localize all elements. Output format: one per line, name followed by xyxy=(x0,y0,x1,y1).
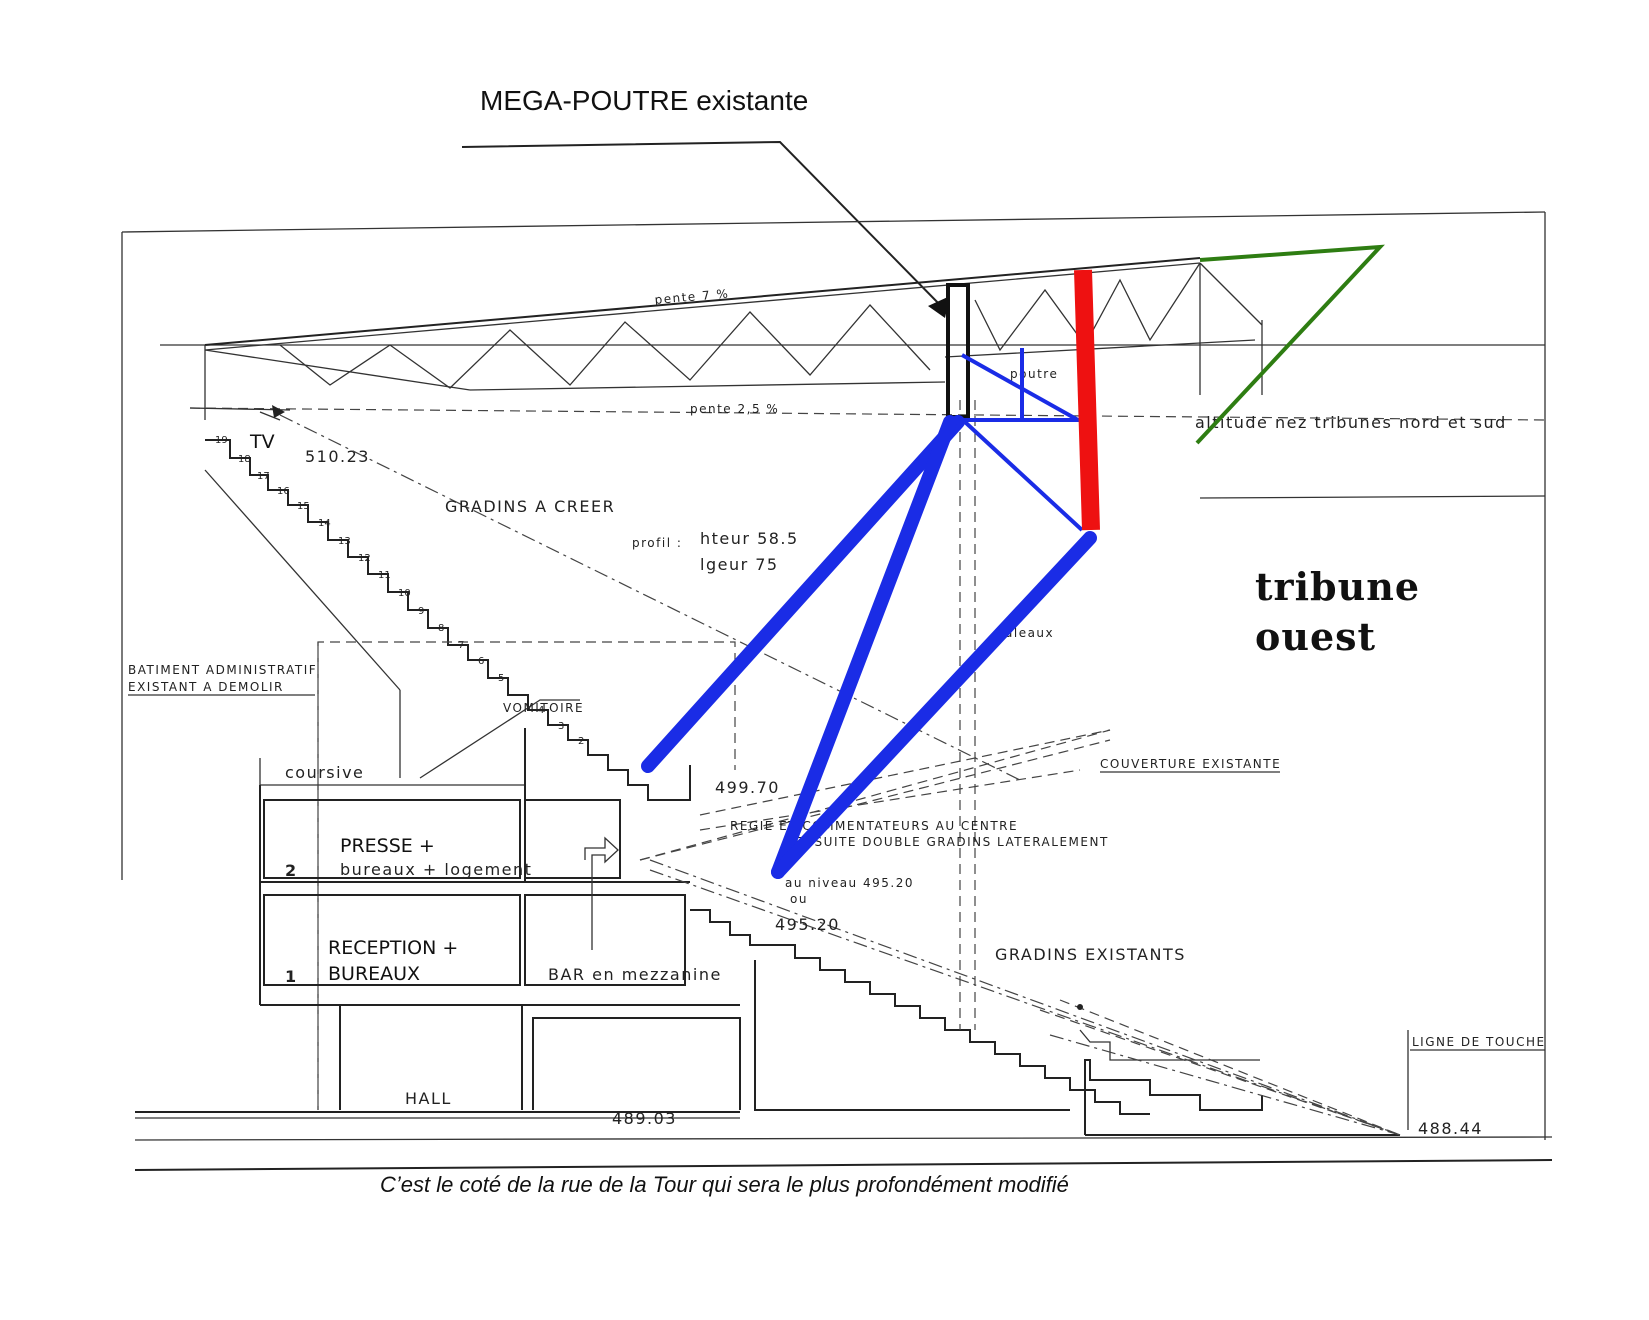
step-number: 8 xyxy=(438,623,444,634)
upper-stands xyxy=(204,439,691,801)
aleaux-label: aleaux xyxy=(1005,626,1054,640)
green-cantilever xyxy=(1195,244,1385,445)
regie-line1: REGIE ET COMMENTATEURS AU CENTRE xyxy=(730,819,1018,833)
step-number: 3 xyxy=(558,721,564,732)
step-numbers: 19 18 17 16 15 14 13 12 11 10 9 8 7 6 5 4 3 2 xyxy=(215,435,584,747)
elevation-49970: 499.70 xyxy=(715,778,780,797)
step-number: 19 xyxy=(215,435,228,446)
frame-lines xyxy=(121,211,1553,1171)
caption-label: C’est le coté de la rue de la Tour qui s… xyxy=(380,1172,1069,1197)
admin-building xyxy=(135,641,741,1119)
tribune-line2: ouest xyxy=(1255,614,1376,659)
gradins-existants-label: GRADINS EXISTANTS xyxy=(995,945,1186,964)
step-number: 10 xyxy=(398,588,411,599)
tv-arrowhead xyxy=(272,405,285,418)
coursive-label: coursive xyxy=(285,763,364,782)
elevation-49520: 495.20 xyxy=(775,915,840,934)
step-number: 14 xyxy=(318,518,331,529)
gradins-a-creer-label: GRADINS A CREER xyxy=(445,497,615,516)
elevation-48903: 489.03 xyxy=(612,1109,677,1128)
elevation-48844: 488.44 xyxy=(1418,1119,1483,1138)
reception-line1: RECEPTION + xyxy=(328,937,458,959)
new-blue-bracing xyxy=(641,348,1097,879)
step-number: 13 xyxy=(338,536,351,547)
strut-to-gradins xyxy=(641,415,965,773)
au-niveau-label: au niveau 495.20 xyxy=(785,876,914,890)
step-number: 5 xyxy=(498,673,504,684)
step-number: 18 xyxy=(238,454,251,465)
tv-label: TV xyxy=(249,431,275,453)
ligne-touche-label: LIGNE DE TOUCHE xyxy=(1412,1035,1546,1049)
title-leader-arrowhead xyxy=(928,296,950,318)
step-number: 9 xyxy=(418,606,424,617)
poutre-label: poutre xyxy=(1010,367,1058,381)
floor-2-label: 2 xyxy=(285,861,296,880)
strut-to-base xyxy=(771,415,957,879)
bar-label: BAR en mezzanine xyxy=(548,965,722,984)
step-number: 11 xyxy=(378,570,391,581)
existing-mega-beam xyxy=(946,283,970,419)
regie-line2: ENSUITE DOUBLE GRADINS LATERALEMENT xyxy=(795,835,1109,849)
brace-lower-diagonal xyxy=(963,420,1084,532)
lower-stands xyxy=(639,400,1401,1136)
largeur-label: lgeur 75 xyxy=(700,555,779,574)
step-number: 4 xyxy=(538,705,544,716)
ou-label: ou xyxy=(790,892,808,906)
altitude-nez-label: altitude nez tribunes nord et sud xyxy=(1195,413,1507,432)
hauteur-label: hteur 58.5 xyxy=(700,529,799,548)
step-number: 2 xyxy=(578,736,584,747)
step-number: 16 xyxy=(277,486,290,497)
elevation-51023: 510.23 xyxy=(305,447,370,466)
presse-line2: bureaux + logement xyxy=(340,860,532,879)
profil-label: profil : xyxy=(632,536,682,550)
step-number: 17 xyxy=(257,471,270,482)
hall-label: HALL xyxy=(405,1089,452,1108)
batiment-line1: BATIMENT ADMINISTRATIF xyxy=(128,663,317,677)
pente-top-label: pente 7 % xyxy=(654,287,730,307)
vomitoire-label: VOMITOIRE xyxy=(503,701,584,715)
new-red-column xyxy=(1074,269,1100,531)
tribune-line1: tribune xyxy=(1255,564,1420,609)
step-number: 15 xyxy=(297,501,310,512)
title-label: MEGA-POUTRE existante xyxy=(480,85,808,116)
reception-line2: BUREAUX xyxy=(328,963,420,985)
couverture-label: COUVERTURE EXISTANTE xyxy=(1100,757,1281,771)
step-number: 7 xyxy=(458,640,464,651)
roof-truss xyxy=(189,257,1546,421)
title-leader-line xyxy=(461,140,946,311)
floor-1-label: 1 xyxy=(285,967,296,986)
step-number: 12 xyxy=(358,553,371,564)
step-number: 6 xyxy=(478,656,484,667)
pente-bottom-label: pente 2,5 % xyxy=(690,402,779,416)
strut-from-column xyxy=(771,531,1097,879)
batiment-line2: EXISTANT A DEMOLIR xyxy=(128,680,284,694)
presse-line1: PRESSE + xyxy=(340,835,435,857)
